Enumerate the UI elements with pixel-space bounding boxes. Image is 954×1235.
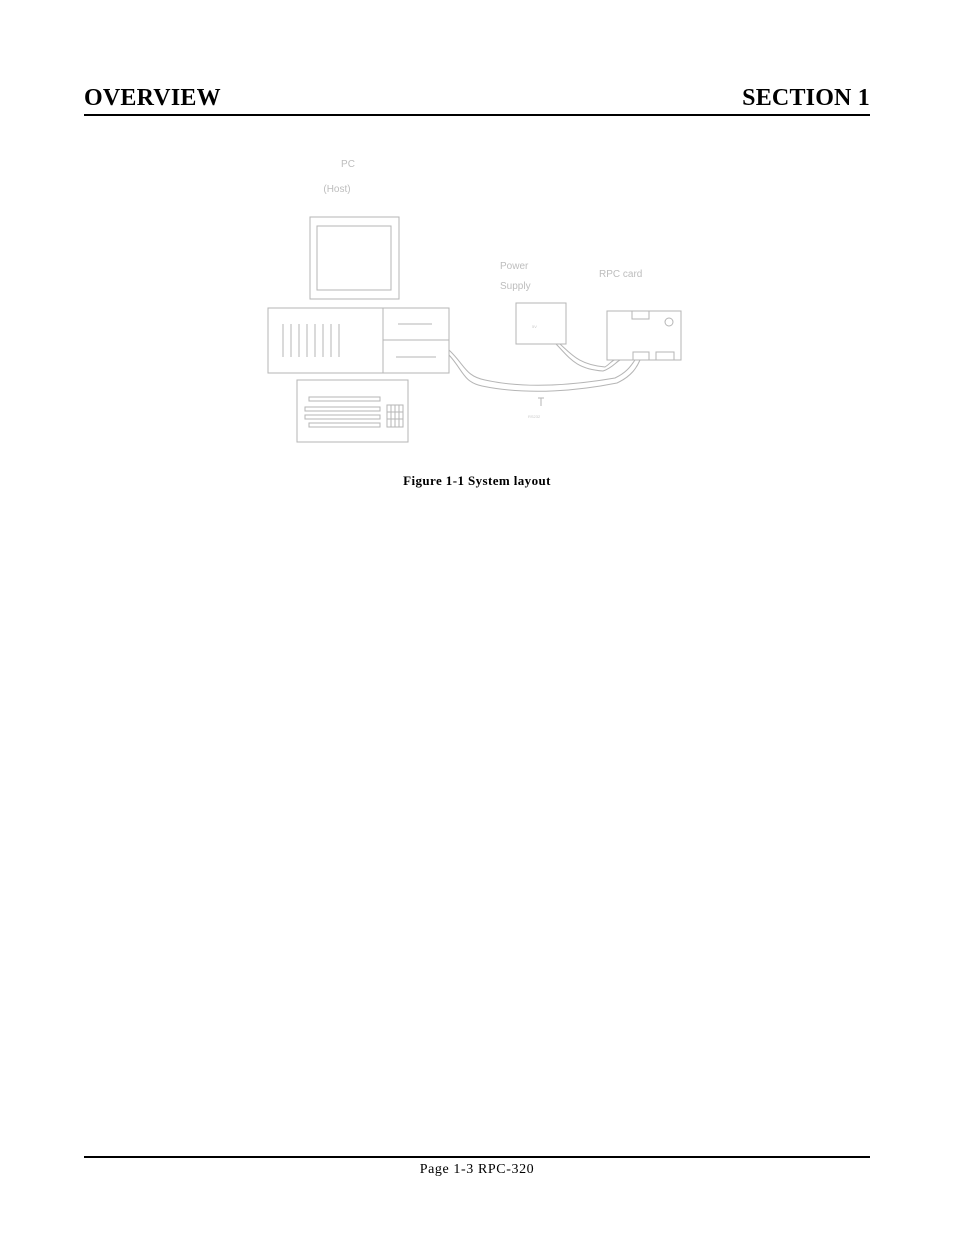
system-layout-figure: PC (Host) Power Supply RPC card 5V RS232 [260, 150, 700, 455]
power-cable [559, 343, 616, 368]
psu-mark: 5V [532, 324, 537, 329]
section-title: OVERVIEW [84, 85, 221, 111]
pc-label: PC [341, 159, 355, 170]
monitor-screen [316, 225, 392, 291]
rpc-card-label: RPC card [599, 269, 642, 280]
supply-label: Supply [500, 281, 531, 292]
power-label: Power [500, 261, 529, 272]
keyboard-icon [296, 379, 409, 443]
host-label: (Host) [323, 184, 350, 195]
rs232-cable [448, 349, 636, 386]
system-layout-diagram: PC (Host) Power Supply RPC card 5V RS232 [267, 159, 682, 443]
power-supply-icon [515, 302, 567, 345]
figure-caption: Figure 1-1 System layout [403, 473, 551, 488]
monitor-icon [309, 216, 400, 300]
page-footer: Page 1-3 RPC-320 [419, 1162, 535, 1177]
footer-divider [84, 1156, 870, 1158]
cable-label: RS232 [528, 414, 541, 419]
drive-slots [282, 324, 340, 357]
section-number: SECTION 1 [742, 85, 870, 111]
page-header: OVERVIEW SECTION 1 [84, 84, 870, 116]
